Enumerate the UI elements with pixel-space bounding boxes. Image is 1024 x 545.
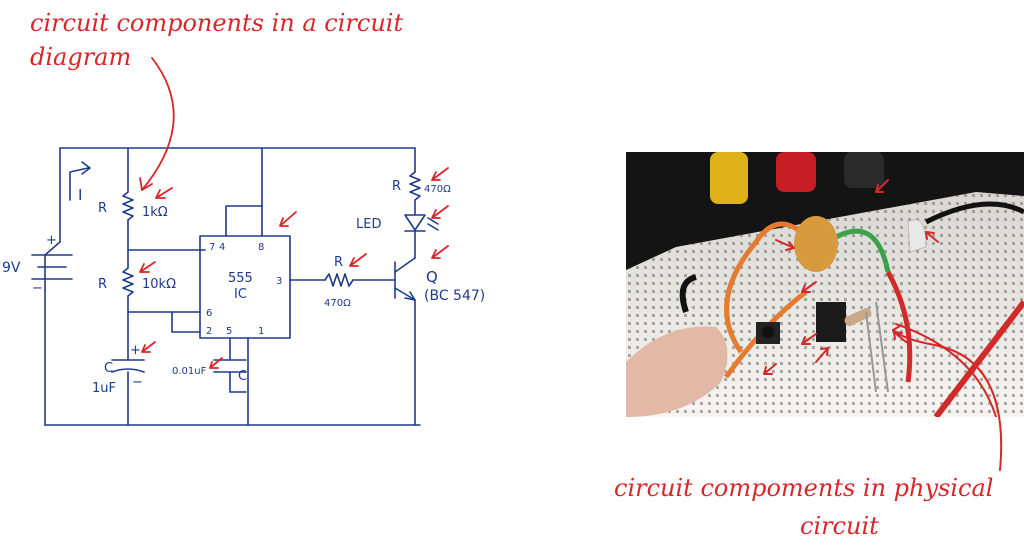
svg-text:−: − [32,281,43,296]
svg-text:6: 6 [206,308,212,319]
svg-text:10kΩ: 10kΩ [142,277,176,292]
svg-text:7: 7 [209,242,215,253]
svg-text:Q: Q [426,268,438,286]
svg-text:9V: 9V [2,260,21,276]
svg-text:(BC 547): (BC 547) [424,288,485,304]
svg-text:I: I [78,186,82,204]
svg-text:1: 1 [258,326,264,337]
svg-text:555: 555 [228,271,253,286]
svg-text:C: C [238,369,247,384]
svg-text:1uF: 1uF [92,381,116,396]
svg-text:C: C [104,361,113,376]
breadboard-photo [626,152,1024,417]
current-arrow: I [69,161,91,204]
transistor-q: Q (BC 547) [394,257,485,304]
svg-text:8: 8 [258,242,264,253]
annotation-physical-line1: circuit compoments in physical [614,474,994,502]
ic-555: 555 IC 7 4 8 3 6 2 5 1 [199,235,291,339]
annotation-diagram: circuit components in a circuit diagram [30,9,404,71]
svg-text:470Ω: 470Ω [424,184,451,195]
battery-9v: + − 9V [2,233,73,296]
svg-text:3: 3 [276,276,282,287]
svg-text:0.01uF: 0.01uF [172,366,207,377]
breadboard-illustration [626,152,1024,417]
svg-text:R: R [98,277,107,292]
svg-text:IC: IC [234,287,247,302]
red-markers-schematic [139,167,449,369]
svg-text:+: + [130,343,141,358]
svg-text:470Ω: 470Ω [324,298,351,309]
annotation-physical-line2: circuit [800,512,879,540]
svg-text:−: − [132,375,143,390]
resistor-r3: R 470Ω [324,255,354,309]
annotation-arrow-top [141,57,175,191]
svg-text:5: 5 [226,326,232,337]
svg-text:4: 4 [219,242,225,253]
svg-text:R: R [98,201,107,216]
svg-text:R: R [334,255,343,270]
capacitor-c2: 0.01uF C [172,359,247,384]
resistor-r4: R 470Ω [392,171,451,201]
svg-text:R: R [392,179,401,194]
svg-text:1kΩ: 1kΩ [142,205,168,220]
svg-text:+: + [46,233,57,248]
svg-text:LED: LED [356,217,381,232]
capacitor-c1: + − C 1uF [92,343,145,396]
resistor-r1: R 1kΩ [98,191,168,221]
led: LED [356,214,439,232]
resistor-r2: R 10kΩ [98,267,176,297]
svg-text:2: 2 [206,326,212,337]
